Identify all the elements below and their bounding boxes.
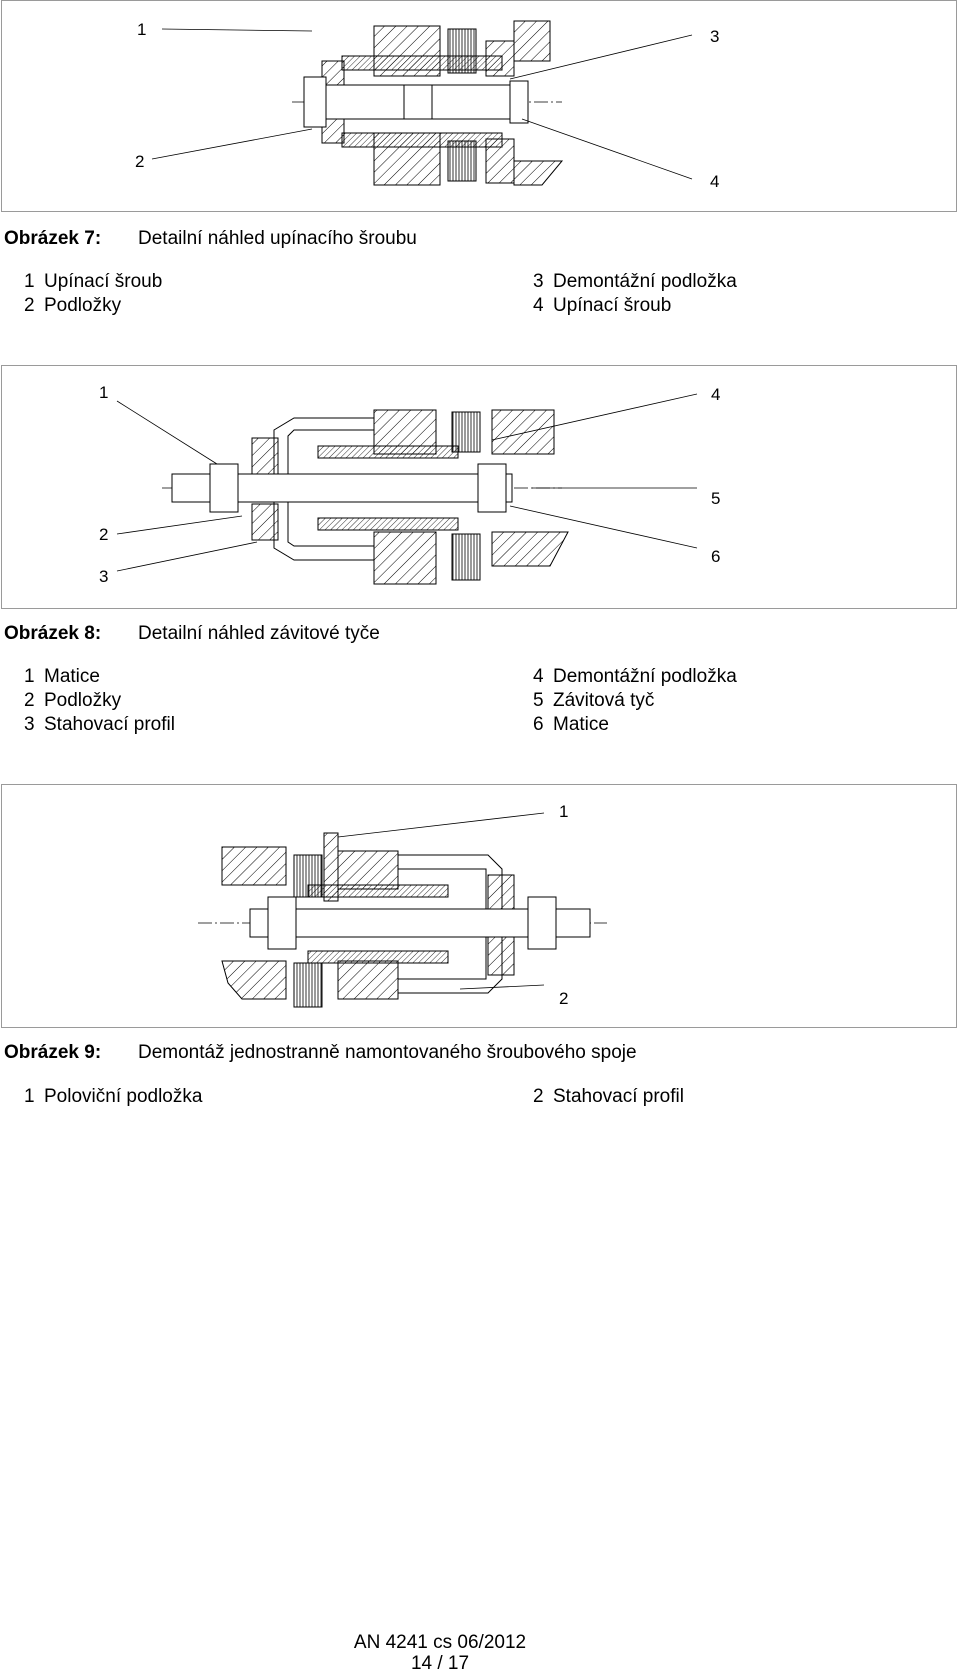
figure-8-callout-6: 6 bbox=[711, 547, 721, 566]
legend-text: Stahovací profil bbox=[553, 1086, 684, 1107]
figure-8-callout-2: 2 bbox=[99, 525, 109, 544]
legend-text: Upínací šroub bbox=[553, 295, 672, 316]
figure-7-callout-4: 4 bbox=[710, 172, 720, 191]
figure-7-caption: Obrázek 7: Detailní náhled upínacího šrou… bbox=[4, 228, 417, 250]
legend-text: Demontážní podložka bbox=[553, 271, 737, 292]
figure-7-cross-section bbox=[151, 20, 693, 186]
legend-number: 4 bbox=[533, 295, 544, 316]
figure-7-callout-3: 3 bbox=[710, 27, 720, 46]
legend-text: Demontážní podložka bbox=[553, 666, 737, 687]
legend-text: Podložky bbox=[44, 690, 122, 711]
legend-number: 1 bbox=[24, 1086, 35, 1107]
figure-7-legend-item-4: 4 Upínací šroub bbox=[513, 295, 671, 317]
figure-9-caption-text: Demontáž jednostranně namontovaného šrou… bbox=[138, 1042, 637, 1063]
figure-9-drawing: 1 2 bbox=[1, 784, 957, 1028]
figure-7-callout-2: 2 bbox=[135, 152, 145, 171]
figure-8-legend-item-2: 2 Podložky bbox=[4, 690, 121, 712]
figure-9-cross-section bbox=[198, 812, 607, 1008]
legend-text: Matice bbox=[44, 666, 100, 687]
figure-8-callout-4: 4 bbox=[711, 385, 721, 404]
legend-text: Poloviční podložka bbox=[44, 1086, 203, 1107]
figure-8-legend-item-3: 3 Stahovací profil bbox=[4, 714, 175, 736]
figure-8-legend-item-1: 1 Matice bbox=[4, 666, 100, 688]
figure-9-caption-label: Obrázek 9: bbox=[4, 1042, 102, 1063]
legend-number: 1 bbox=[24, 271, 35, 292]
figure-9-callout-2: 2 bbox=[559, 989, 569, 1008]
figure-7-legend-item-3: 3 Demontážní podložka bbox=[513, 271, 737, 293]
legend-text: Stahovací profil bbox=[44, 714, 175, 735]
figure-7-drawing: 1 2 3 4 bbox=[1, 0, 957, 212]
figure-9-legend-item-1: 1 Poloviční podložka bbox=[4, 1086, 202, 1108]
figure-8-caption-text: Detailní náhled závitové tyče bbox=[138, 623, 380, 644]
legend-number: 2 bbox=[24, 295, 35, 316]
footer-page-number: 14 / 17 bbox=[410, 1653, 470, 1674]
figure-8-caption: Obrázek 8: Detailní náhled závitové tyče bbox=[4, 623, 380, 645]
legend-number: 3 bbox=[24, 714, 35, 735]
figure-8-legend-item-6: 6 Matice bbox=[513, 714, 609, 736]
legend-number: 2 bbox=[24, 690, 35, 711]
figure-7-callout-1: 1 bbox=[137, 20, 147, 39]
figure-8-caption-label: Obrázek 8: bbox=[4, 623, 102, 644]
figure-8-legend-item-5: 5 Závitová tyč bbox=[513, 690, 654, 712]
legend-number: 2 bbox=[533, 1086, 544, 1107]
figure-9-callout-1: 1 bbox=[559, 802, 569, 821]
figure-8-legend-item-4: 4 Demontážní podložka bbox=[513, 666, 737, 688]
legend-text: Upínací šroub bbox=[44, 271, 163, 292]
legend-number: 4 bbox=[533, 666, 544, 687]
legend-number: 5 bbox=[533, 690, 544, 711]
footer-doc-id: AN 4241 cs 06/2012 bbox=[353, 1632, 527, 1653]
legend-text: Matice bbox=[553, 714, 609, 735]
figure-7-legend-item-2: 2 Podložky bbox=[4, 295, 121, 317]
figure-8-callout-3: 3 bbox=[99, 567, 109, 586]
legend-text: Závitová tyč bbox=[553, 690, 655, 711]
figure-9-legend-item-2: 2 Stahovací profil bbox=[513, 1086, 684, 1108]
figure-7-legend-item-1: 1 Upínací šroub bbox=[4, 271, 162, 293]
figure-8-cross-section bbox=[116, 393, 698, 585]
figure-8-callout-1: 1 bbox=[99, 383, 109, 402]
legend-text: Podložky bbox=[44, 295, 122, 316]
figure-9-caption: Obrázek 9: Demontáž jednostranně namontov… bbox=[4, 1042, 637, 1064]
figure-7-caption-text: Detailní náhled upínacího šroubu bbox=[138, 228, 417, 249]
figure-8-callout-5: 5 bbox=[711, 489, 721, 508]
legend-number: 1 bbox=[24, 666, 35, 687]
figure-7-caption-label: Obrázek 7: bbox=[4, 228, 102, 249]
legend-number: 6 bbox=[533, 714, 544, 735]
legend-number: 3 bbox=[533, 271, 544, 292]
figure-8-drawing: 1 2 3 4 5 6 bbox=[1, 365, 957, 609]
